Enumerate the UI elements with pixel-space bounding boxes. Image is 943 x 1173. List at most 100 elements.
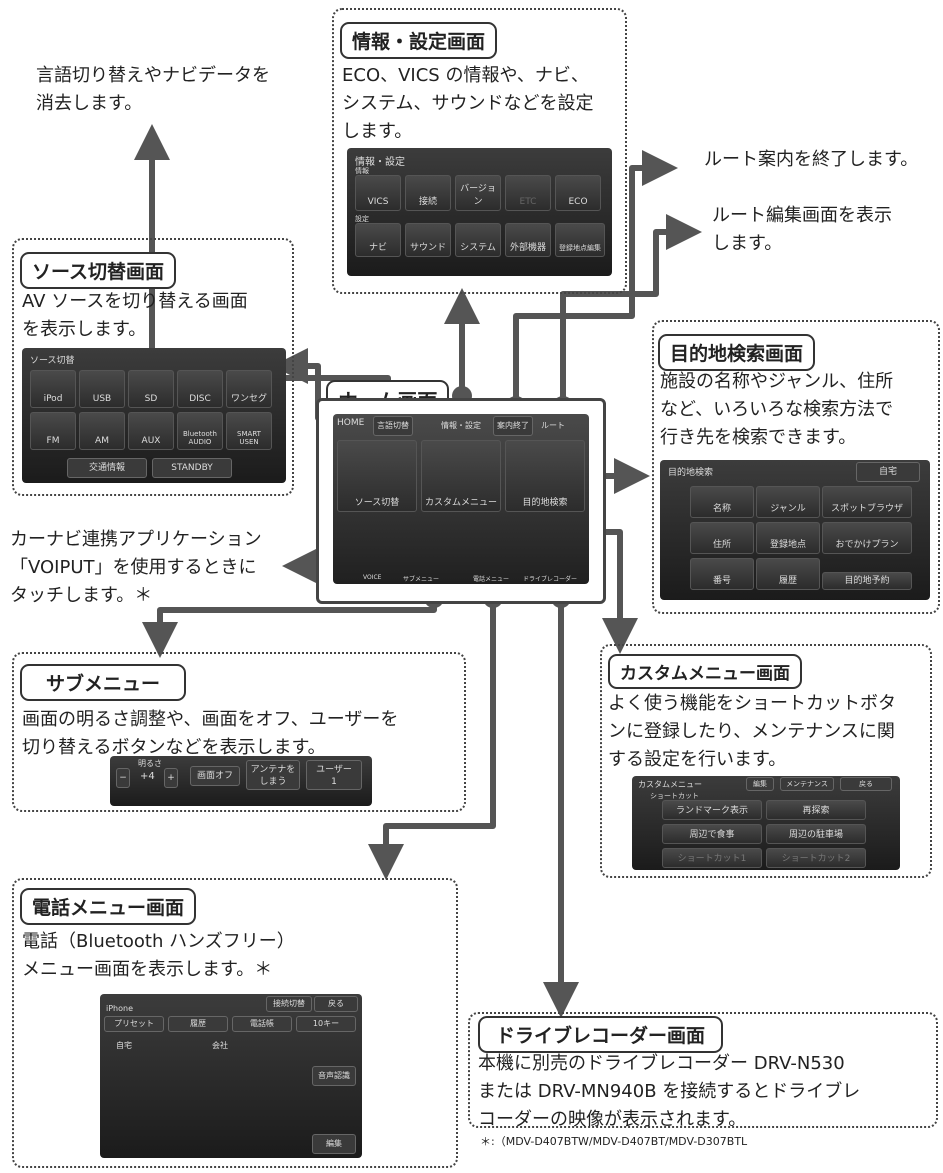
tile-oneseg[interactable]: ワンセグ — [226, 370, 272, 408]
submenu-title: サブメニュー — [20, 664, 187, 701]
submenu-desc: 画面の明るさ調整や、画面をオフ、ユーザーを切り替えるボタンなどを表示します。 — [22, 709, 399, 758]
screen-off-button[interactable]: 画面オフ — [190, 766, 240, 786]
route-edit-note: ルート編集画面を表示します。 — [712, 205, 892, 254]
tile-connect[interactable]: 接続 — [405, 175, 451, 211]
tile-vics[interactable]: VICS — [355, 175, 401, 211]
brightness-value: +4 — [140, 771, 155, 782]
tile-name[interactable]: 名称 — [690, 486, 754, 518]
source-switch-tile[interactable]: ソース切替 — [337, 440, 417, 512]
submenu-button[interactable]: サブメニュー — [403, 576, 440, 583]
tile-outing-plan[interactable]: おでかけプラン — [822, 522, 912, 554]
screen-title: ソース切替 — [30, 356, 75, 366]
connection-switch-button[interactable]: 接続切替 — [266, 996, 312, 1012]
tile-smart-usen[interactable]: SMART USEN — [226, 412, 272, 450]
footnote: ＊:（MDV-D407BTW/MDV-D407BT/MDV-D307BTL — [480, 1135, 748, 1148]
destination-search-screenshot: 目的地検索 自宅 名称 ジャンル スポットブラウザ 住所 登録地点 おでかけプラ… — [660, 460, 930, 600]
route-end-note: ルート案内を終了します。 — [704, 149, 919, 170]
info-settings-desc: ECO、VICS の情報や、ナビ、システム、サウンドなどを設定します。 — [342, 65, 594, 142]
tile-external[interactable]: 外部機器 — [505, 223, 551, 257]
tile-system[interactable]: システム — [455, 223, 501, 257]
maintenance-button[interactable]: メンテナンス — [780, 777, 834, 791]
drive-recorder-button[interactable]: ドライブレコーダー — [523, 576, 578, 583]
tile-sd[interactable]: SD — [128, 370, 174, 408]
tile-version[interactable]: バージョン — [455, 175, 501, 211]
info-settings-button[interactable]: 情報・設定 — [441, 421, 481, 430]
drive-recorder-panel — [468, 1012, 938, 1128]
retract-antenna-button[interactable]: アンテナをしまう — [246, 760, 300, 790]
language-note: 言語切り替えやナビデータを消去します。 — [36, 65, 270, 114]
source-switch-screenshot: ソース切替 iPod USB SD DISC ワンセグ FM AM AUX Bl… — [22, 348, 286, 483]
custom-menu-desc: よく使う機能をショートカットボタンに登録したり、メンテナンスに関する設定を行いま… — [608, 693, 896, 770]
tile-nearby-food[interactable]: 周辺で食事 — [662, 824, 762, 844]
tile-ipod[interactable]: iPod — [30, 370, 76, 408]
section-label: 設定 — [355, 215, 369, 223]
destination-search-panel — [652, 320, 940, 614]
language-switch-button[interactable]: 言語切替 — [373, 416, 413, 436]
standby-button[interactable]: STANDBY — [152, 458, 232, 478]
tile-registered-points[interactable]: 登録地点編集 — [555, 223, 605, 257]
tile-reroute[interactable]: 再探索 — [766, 800, 866, 820]
tile-eco[interactable]: ECO — [555, 175, 601, 211]
submenu-panel — [12, 652, 466, 812]
tile-genre[interactable]: ジャンル — [756, 486, 820, 518]
tab-10key[interactable]: 10キー — [296, 1016, 356, 1032]
preset-work-label: 会社 — [212, 1041, 228, 1050]
home-address-button[interactable]: 自宅 — [856, 462, 920, 482]
tab-history[interactable]: 履歴 — [168, 1016, 228, 1032]
info-settings-panel — [332, 8, 627, 294]
tile-number[interactable]: 番号 — [690, 558, 754, 590]
back-button[interactable]: 戻る — [840, 777, 892, 791]
voice-button[interactable]: VOICE — [363, 574, 382, 581]
source-switch-panel — [12, 238, 294, 496]
voice-recognition-button[interactable]: 音声認識 — [312, 1066, 356, 1086]
voiput-note: カーナビ連携アプリケーション「VOIPUT」を使用するときにタッチします。＊ — [10, 529, 262, 606]
shortcut-label: ショートカット — [650, 792, 699, 800]
tile-fm[interactable]: FM — [30, 412, 76, 450]
edit-button[interactable]: 編集 — [312, 1134, 356, 1154]
tab-preset[interactable]: プリセット — [104, 1016, 164, 1032]
phone-menu-button[interactable]: 電話メニュー — [473, 576, 510, 583]
home-screenshot: HOME 言語切替 情報・設定 案内終了 ルート ソース切替 カスタムメニュー … — [333, 414, 589, 584]
traffic-info-button[interactable]: 交通情報 — [67, 458, 147, 478]
tile-am[interactable]: AM — [79, 412, 125, 450]
tile-address[interactable]: 住所 — [690, 522, 754, 554]
tile-shortcut-2[interactable]: ショートカット2 — [766, 848, 866, 868]
tile-spot-browser[interactable]: スポットブラウザ — [822, 486, 912, 518]
end-guidance-button[interactable]: 案内終了 — [493, 416, 533, 436]
tab-phonebook[interactable]: 電話帳 — [232, 1016, 292, 1032]
source-switch-desc: AV ソースを切り替える画面を表示します。 — [22, 291, 248, 340]
tile-destination-reservation[interactable]: 目的地予約 — [822, 572, 912, 590]
tile-landmark[interactable]: ランドマーク表示 — [662, 800, 762, 820]
section-label: 情報 — [355, 167, 369, 175]
tile-usb[interactable]: USB — [79, 370, 125, 408]
destination-search-tile[interactable]: 目的地検索 — [505, 440, 585, 512]
tile-etc[interactable]: ETC — [505, 175, 551, 211]
edit-button[interactable]: 編集 — [746, 777, 774, 791]
tile-bluetooth-audio[interactable]: Bluetooth AUDIO — [177, 412, 223, 450]
tile-aux[interactable]: AUX — [128, 412, 174, 450]
brightness-plus-button[interactable]: + — [164, 768, 178, 788]
screen-title: カスタムメニュー — [638, 780, 702, 789]
preset-home-label: 自宅 — [116, 1041, 132, 1050]
tile-navi[interactable]: ナビ — [355, 223, 401, 257]
tile-disc[interactable]: DISC — [177, 370, 223, 408]
custom-menu-title: カスタムメニュー画面 — [608, 654, 802, 689]
tile-nearby-parking[interactable]: 周辺の駐車場 — [766, 824, 866, 844]
drive-recorder-title: ドライブレコーダー画面 — [478, 1016, 724, 1053]
tile-shortcut-1[interactable]: ショートカット1 — [662, 848, 762, 868]
home-button[interactable]: HOME — [337, 418, 365, 428]
custom-menu-tile[interactable]: カスタムメニュー — [421, 440, 501, 512]
route-button[interactable]: ルート — [541, 421, 565, 430]
tile-sound[interactable]: サウンド — [405, 223, 451, 257]
back-button[interactable]: 戻る — [314, 996, 358, 1012]
tile-history[interactable]: 履歴 — [756, 558, 820, 590]
phone-menu-panel — [12, 878, 458, 1168]
info-settings-screenshot: 情報・設定 情報 VICS 接続 バージョン ETC ECO 設定 ナビ サウン… — [347, 148, 612, 276]
brightness-label: 明るさ — [138, 759, 162, 768]
tile-registered-point[interactable]: 登録地点 — [756, 522, 820, 554]
destination-search-desc: 施設の名称やジャンル、住所など、いろいろな検索方法で行き先を検索できます。 — [660, 371, 894, 448]
source-switch-title: ソース切替画面 — [20, 252, 177, 289]
brightness-minus-button[interactable]: − — [116, 768, 130, 788]
